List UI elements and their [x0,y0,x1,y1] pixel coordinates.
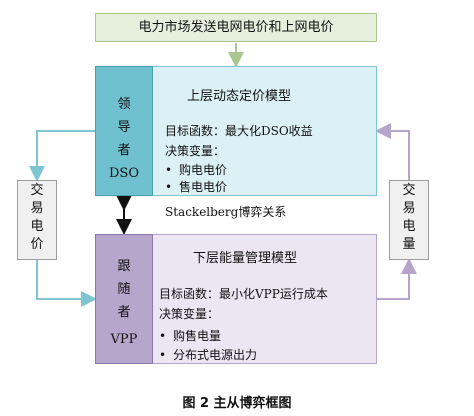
leader-role-char: 领 [117,97,131,112]
trade-volume-char: 电 [402,219,416,234]
bullet-icon: • [159,348,167,362]
upper-pricing-model-panel: 上层动态定价模型 目标函数：最大化DSO收益 决策变量： •购电电价 •售电电价 [153,66,377,196]
trade-volume-box: 交 易 电 量 [389,180,429,260]
upper-variable-item: •售电电价 [165,180,228,194]
trade-price-char: 易 [30,201,44,216]
lower-model-title: 下层能量管理模型 [193,251,298,266]
leader-to-left-box-arrow [29,130,95,182]
figure-caption: 图 2 主从博弈框图 [182,396,292,411]
leader-role-en: DSO [109,166,139,181]
follower-role-panel: 跟 随 者 VPP [95,234,153,364]
follower-role-char: 者 [117,305,131,320]
upper-objective: 目标函数：最大化DSO收益 [165,124,313,138]
trade-price-char: 电 [30,219,44,234]
upper-decision-label: 决策变量： [165,144,226,158]
leader-role-panel: 领 导 者 DSO [95,66,153,196]
lower-variable-item: •购售电量 [159,329,222,343]
upper-model-title: 上层动态定价模型 [187,89,292,104]
upper-variable-item: •购电电价 [165,163,228,177]
follower-to-right-box-arrow [377,258,417,300]
left-box-to-follower-arrow [36,260,97,307]
right-box-to-leader-arrow [375,123,410,180]
trade-price-box: 交 易 电 价 [17,180,57,260]
follower-role-char: 跟 [117,259,131,274]
leader-role-char: 导 [117,120,131,135]
bullet-icon: • [159,329,167,343]
leader-role-char: 者 [117,143,131,158]
bullet-icon: • [165,163,173,177]
trade-volume-char: 量 [402,237,416,252]
trade-volume-char: 交 [402,183,416,198]
market-price-text: 电力市场发送电网电价和上网电价 [138,20,334,35]
trade-price-char: 价 [30,237,44,252]
bullet-icon: • [165,180,173,194]
follower-role-en: VPP [110,332,138,347]
lower-decision-label: 决策变量： [159,307,220,321]
trade-volume-char: 易 [402,201,416,216]
lower-energy-model-panel: 下层能量管理模型 目标函数：最小化VPP运行成本 决策变量： •购售电量 •分布… [153,234,377,364]
lower-variable-item: •分布式电源出力 [159,348,258,362]
trade-price-char: 交 [30,183,44,198]
lower-objective: 目标函数：最小化VPP运行成本 [159,287,328,301]
follower-role-char: 随 [117,282,131,297]
market-price-box: 电力市场发送电网电价和上网电价 [95,13,377,42]
stackelberg-label: Stackelberg博弈关系 [165,205,287,219]
